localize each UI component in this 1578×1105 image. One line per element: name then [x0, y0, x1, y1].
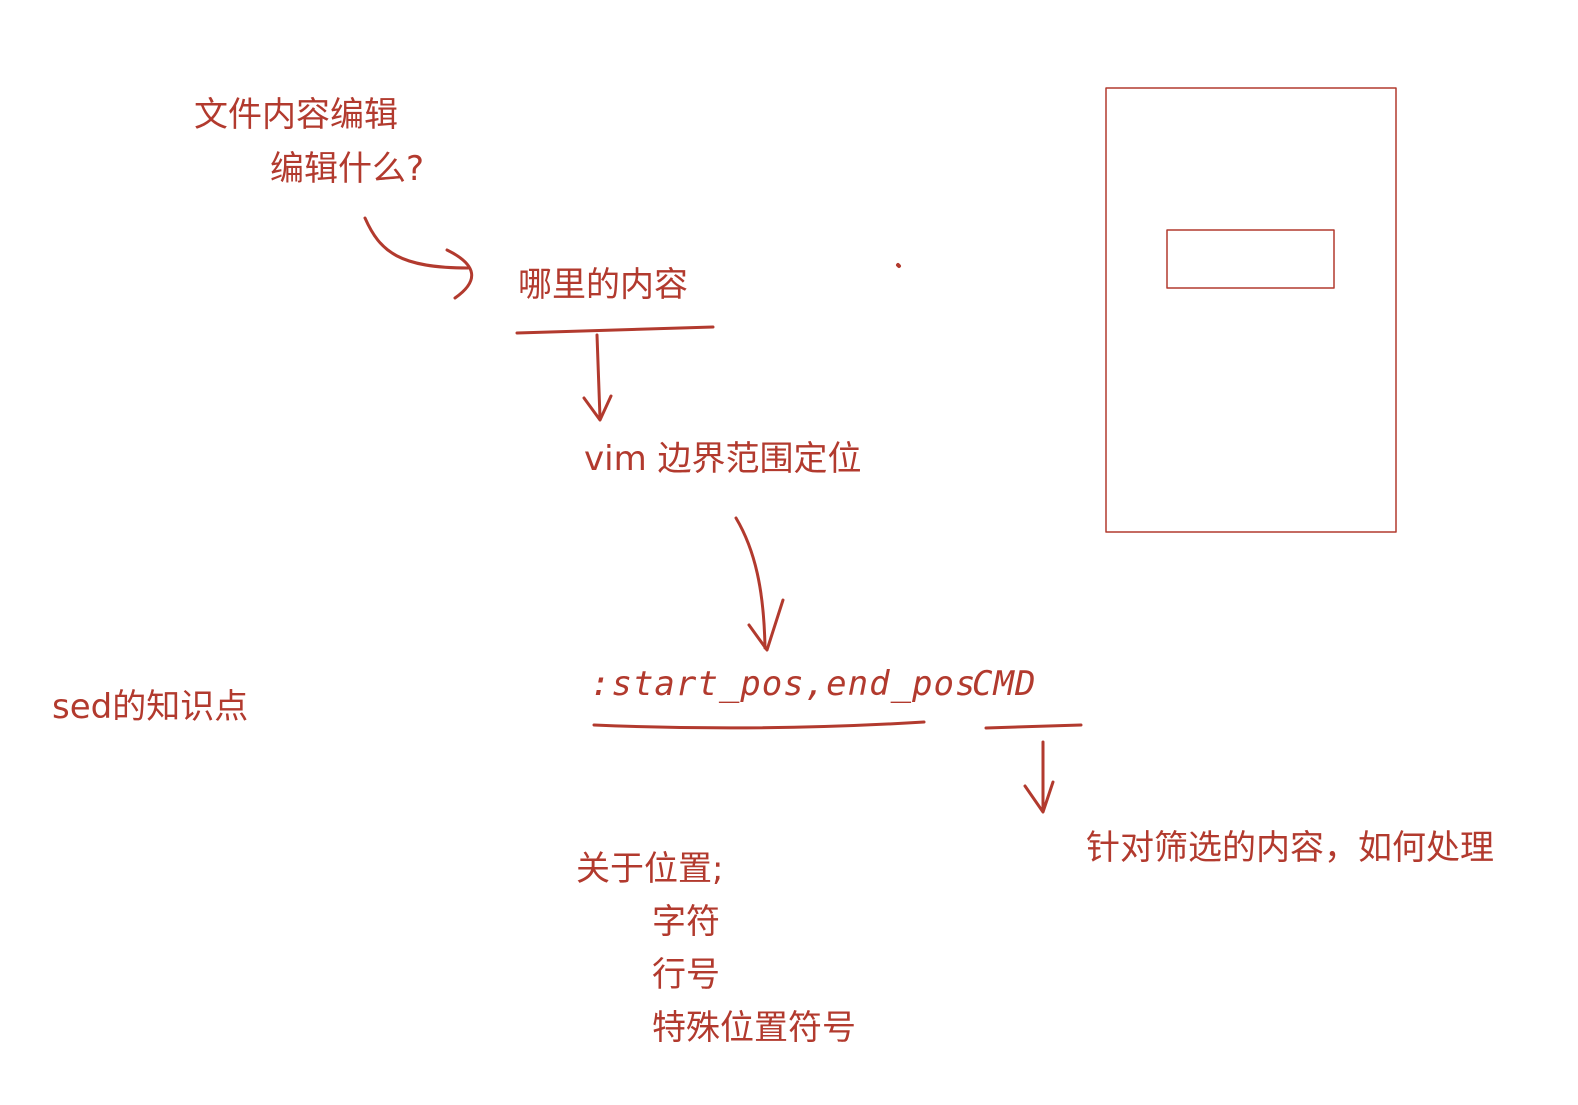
note-range-syntax: :start_pos,end_pos	[590, 664, 977, 704]
underline-cmd	[984, 723, 1083, 730]
underline-range-syntax	[592, 720, 926, 730]
note-cmd: CMD	[972, 664, 1037, 704]
arrow-to-handling-head	[1023, 780, 1055, 814]
position-type-item: 字符	[652, 902, 720, 942]
position-type-item: 行号	[652, 955, 720, 995]
note-edit-what: 编辑什么?	[270, 149, 425, 189]
note-sed-topics: sed的知识点	[52, 687, 249, 727]
document-frame	[1105, 87, 1397, 533]
note-about-position: 关于位置;	[576, 849, 724, 889]
arrow-to-vim	[595, 333, 602, 420]
arrow-to-vim-head	[582, 394, 613, 422]
position-type-item: 特殊位置符号	[652, 1008, 856, 1048]
note-where-content: 哪里的内容	[518, 265, 688, 305]
note-vim-range: vim 边界范围定位	[584, 439, 862, 479]
arrow-to-syntax	[734, 516, 767, 650]
curved-arrow-to-location	[363, 216, 470, 270]
arrow-to-syntax-head	[747, 598, 785, 652]
note-file-edit: 文件内容编辑	[194, 95, 398, 135]
note-how-handle: 针对筛选的内容，如何处理	[1086, 828, 1494, 868]
document-highlight-box	[1166, 229, 1335, 289]
underline-location	[515, 325, 715, 335]
stray-dot	[896, 263, 901, 268]
curved-arrow-head	[445, 248, 474, 300]
